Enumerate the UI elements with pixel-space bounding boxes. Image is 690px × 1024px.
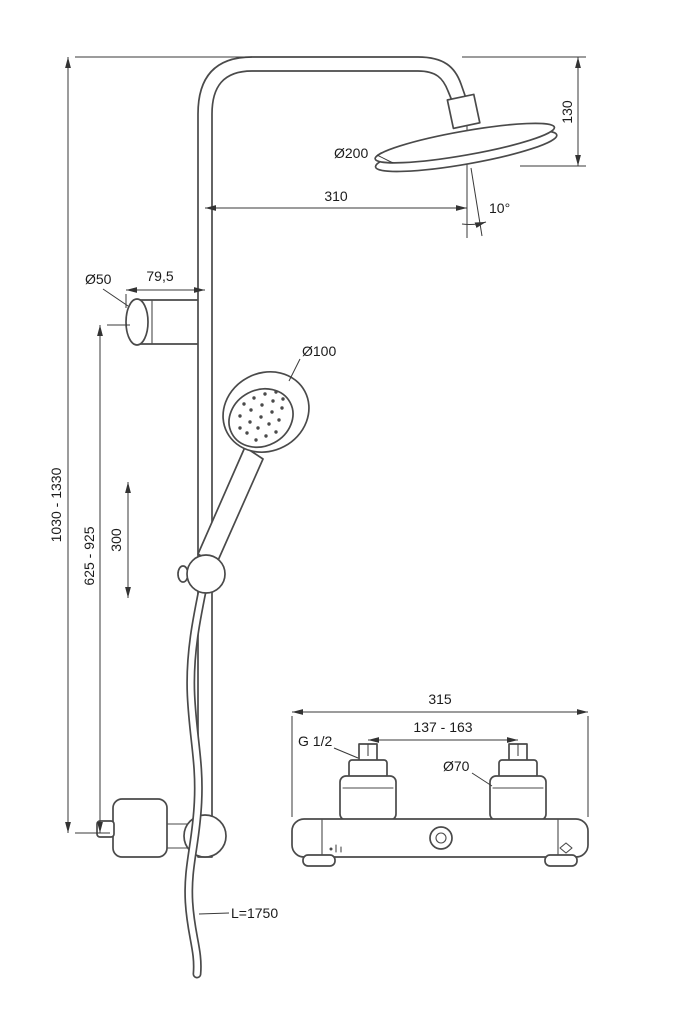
mixer-left-foot — [302, 854, 336, 867]
escutcheon-diameter-label: Ø70 — [443, 758, 470, 774]
head-diameter-label: Ø200 — [334, 145, 368, 161]
slider-travel-label: 300 — [108, 528, 124, 552]
handshower-diameter-label: Ø100 — [302, 343, 336, 359]
label-bracket-diameter: Ø50 — [85, 271, 129, 307]
mixer-diverter — [429, 826, 453, 850]
label-handshower-diameter: Ø100 — [288, 343, 336, 382]
dim-overall-height: 1030 - 1330 — [48, 56, 252, 834]
thermostatic-mixer — [291, 743, 589, 867]
label-head-diameter: Ø200 — [334, 145, 394, 164]
slider-holder — [177, 554, 226, 594]
overall-height-label: 1030 - 1330 — [48, 467, 64, 542]
wall-bracket — [125, 298, 212, 346]
holder-ring — [186, 554, 226, 594]
mixer-diverter-button — [435, 832, 447, 844]
dim-spray-angle: 10° — [461, 200, 510, 229]
dimensions: 1030 - 1330 625 - 925 300 130 310 10° — [48, 56, 589, 921]
inlet-centers-label: 137 - 163 — [413, 719, 472, 735]
handshower-head — [222, 370, 310, 454]
dim-bracket-depth: 79,5 — [125, 268, 205, 308]
temperature-scale-marks — [329, 844, 342, 853]
spray-angle-label: 10° — [489, 200, 510, 216]
spray-face-dots — [238, 390, 285, 442]
label-inlet-thread: G 1/2 — [298, 733, 359, 759]
shower-hose — [184, 563, 212, 979]
dim-head-drop: 130 — [462, 56, 586, 167]
mixer-right-handle — [489, 743, 547, 821]
dim-mixer-width: 315 — [291, 691, 589, 817]
inlet-thread-label: G 1/2 — [298, 733, 332, 749]
head-connector — [446, 93, 481, 130]
dim-inlet-centers: 137 - 163 — [367, 719, 519, 756]
riser-pipe — [197, 56, 469, 858]
head-reach-label: 310 — [324, 188, 348, 204]
handshower-range-label: 625 - 925 — [81, 526, 97, 585]
mixer-right-foot — [544, 854, 578, 867]
brand-mark — [559, 842, 573, 854]
hose-length-label: L=1750 — [231, 905, 278, 921]
supply-block — [112, 798, 168, 858]
bracket-depth-label: 79,5 — [146, 268, 173, 284]
dim-slider-travel: 300 — [108, 482, 131, 598]
bracket-diameter-label: Ø50 — [85, 271, 112, 287]
rain-shower-head — [374, 122, 558, 173]
mixer-left-handle — [339, 743, 397, 821]
dim-head-reach: 310 — [205, 188, 467, 211]
label-escutcheon-diameter: Ø70 — [443, 758, 493, 787]
mixer-width-label: 315 — [428, 691, 452, 707]
head-drop-label: 130 — [559, 100, 575, 124]
dim-handshower-height-range: 625 - 925 — [81, 324, 130, 833]
label-hose-length: L=1750 — [198, 905, 278, 921]
